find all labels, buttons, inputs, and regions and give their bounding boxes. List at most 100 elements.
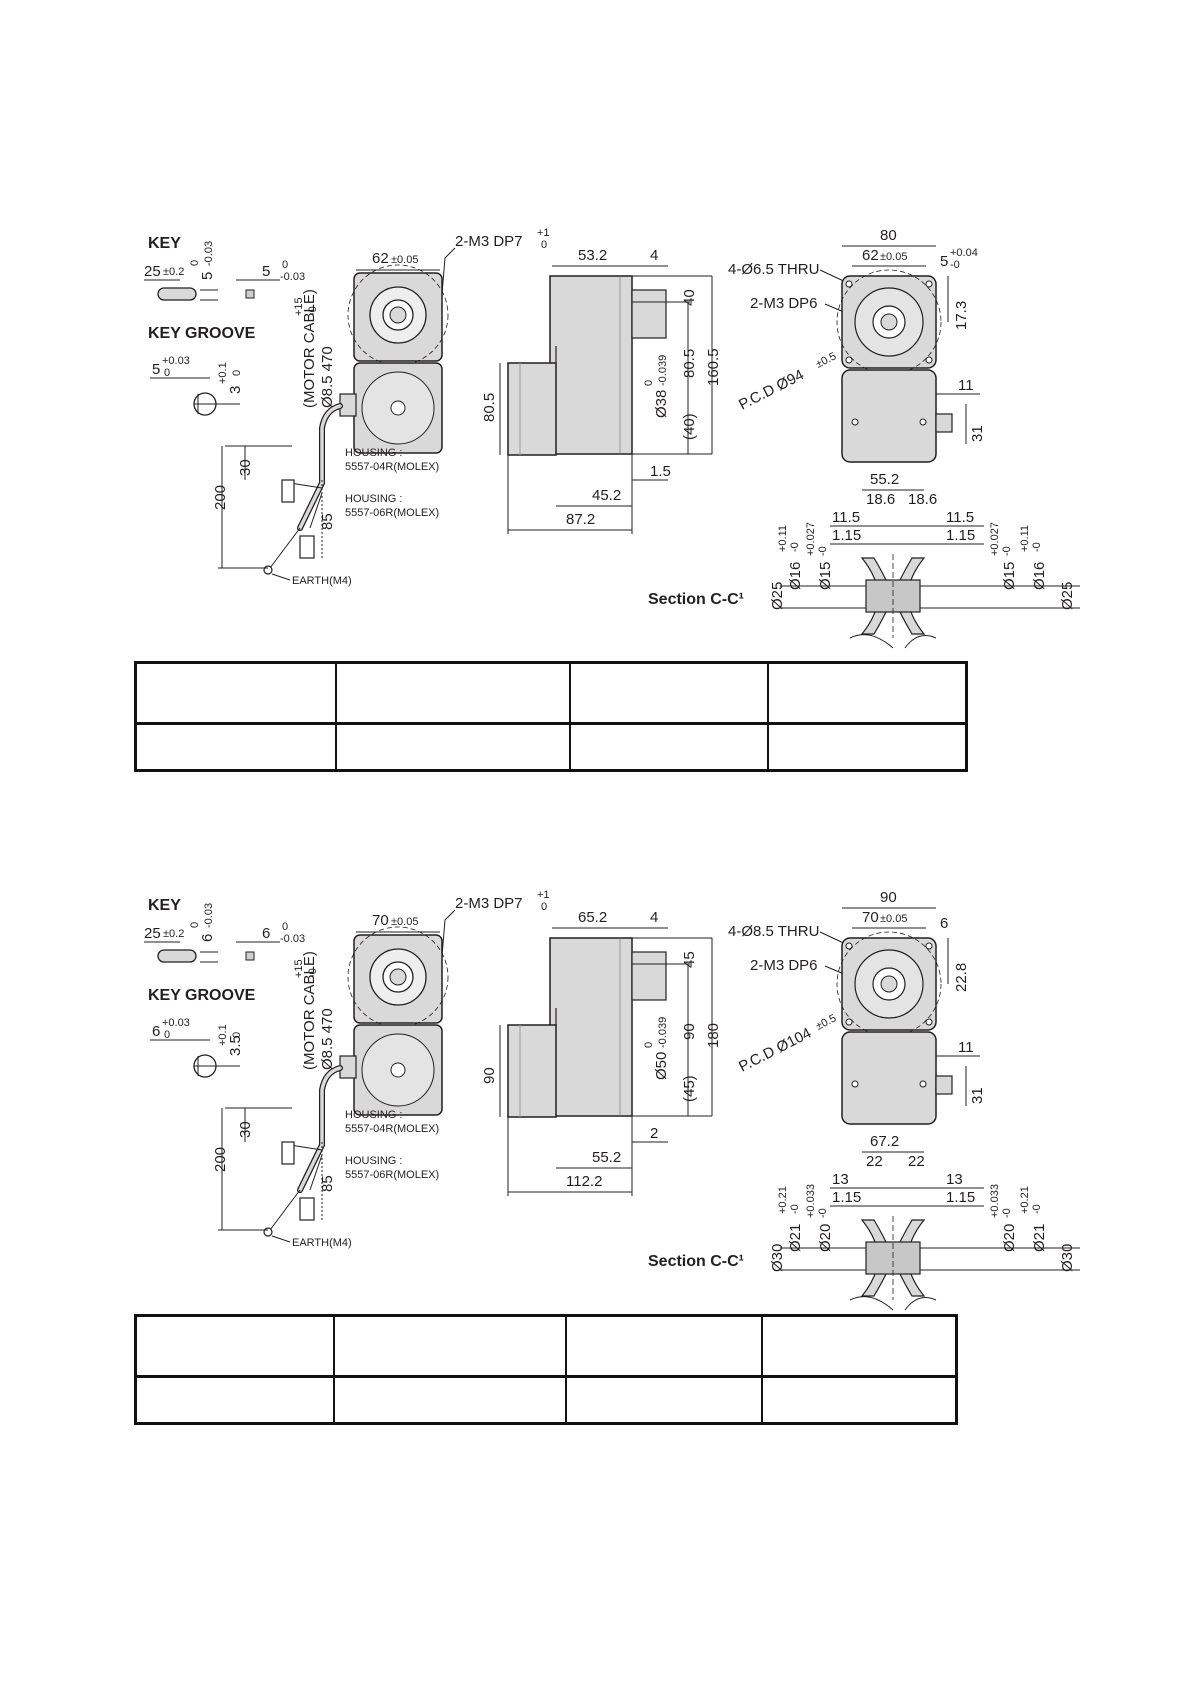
end-d62: 62 [862,247,879,264]
end-pcd-tol: ±0.5 [814,350,838,370]
section-title: Section C-C¹ [648,1253,744,1270]
section-left-d16-tol-upper: +0.11 [777,525,789,552]
end-view: 80 62 ±0.05 5 +0.04 -0 4-Ø6.5 THRU 2-M3 … [728,227,986,463]
side-d53: 65.2 [578,909,607,926]
side-d38: Ø38 [653,390,670,418]
end-view: 90 70 ±0.05 6 4-Ø8.5 THRU 2-M3 DP6 22.8 … [728,889,986,1125]
section-d1-15a: 1.15 [832,1189,861,1206]
side-d40: 40 [681,289,698,306]
groove-width-tol-lower: 0 [164,1029,170,1041]
output-shaft [631,951,667,1001]
cable-name: (MOTOR CABLE) [301,289,318,408]
side-d80a: 90 [681,1023,698,1040]
key-detail: KEY 25 ±0.2 6 0 -0.03 6 0 -0.03 KEY GROO… [144,897,305,1078]
section-left-d25: Ø25 [769,582,786,610]
key-length: 25 [144,925,161,942]
side-d80b: 90 [481,1067,498,1084]
len-200: 200 [212,485,229,510]
side-view: 65.2 4 45 Ø50 0 -0.039 90 180 (45) 90 2 … [481,909,722,1196]
section-left-d15: Ø15 [817,562,834,590]
key-length-tol: ±0.2 [163,266,184,278]
end-d11: 11 [958,1039,974,1056]
side-d38-tol-upper: 0 [643,380,655,386]
key-width-tol-lower: -0.03 [280,271,305,283]
front-view: 70 ±0.05 2-M3 DP7 +1 0 Ø8.5 470 +15 -0 (… [212,889,550,1249]
end-d11: 11 [958,377,974,394]
section-left-d16: Ø21 [787,1224,804,1252]
end-d5-tol-lower: -0 [950,259,960,271]
section-left-d25: Ø30 [769,1244,786,1272]
gearhead-body [549,937,633,1117]
section-left-d16: Ø16 [787,562,804,590]
front-tap-tol-upper: +1 [537,227,550,239]
table-header-cell [134,661,337,725]
key-width-tol-upper: 0 [282,921,288,933]
front-tap-label: 2-M3 DP7 [455,233,523,250]
key-length: 25 [144,263,161,280]
section-d1-15b: 1.15 [946,1189,975,1206]
section-right-d16: Ø21 [1031,1224,1048,1252]
housing1-label: HOUSING : [345,1109,402,1121]
section-right-d15-tol-lower: -0 [1001,546,1013,556]
side-d38-tol-lower: -0.039 [657,1017,669,1048]
section-left-d15: Ø20 [817,1224,834,1252]
groove-width-tol-upper: +0.03 [162,1017,190,1029]
side-d87: 112.2 [566,1173,602,1190]
gearhead-body [549,275,633,455]
section-right-d16-tol-upper: +0.11 [1019,525,1031,552]
section-d55: 67.2 [870,1133,899,1150]
side-d4: 4 [650,247,658,264]
len-85: 85 [319,1175,336,1192]
groove-depth: 3 [227,386,244,394]
section-left-d15-tol-lower: -0 [817,546,829,556]
section-d1-15a: 1.15 [832,527,861,544]
key-height-tol-lower: -0.03 [203,241,215,266]
side-d40: 45 [681,951,698,968]
side-d160: 160.5 [705,348,722,386]
section-view: 55.2 18.6 18.6 11.5 11.5 1.15 1.15 Secti… [648,471,1080,649]
key-shape [157,287,197,301]
section-left-d15-tol-lower: -0 [817,1208,829,1218]
section-right-d16: Ø16 [1031,562,1048,590]
table-header-cell [767,661,968,725]
side-d40p: (40) [681,413,698,440]
earth-label: EARTH(M4) [292,1237,352,1249]
len-200: 200 [212,1147,229,1172]
key-width-tol-lower: -0.03 [280,933,305,945]
front-tap-label: 2-M3 DP7 [455,895,523,912]
end-d31: 31 [969,425,986,442]
table-row [134,1375,958,1425]
front-view: 62 ±0.05 2-M3 DP7 +1 0 Ø8.5 470 +15 -0 (… [212,227,550,587]
table-cell [134,722,337,772]
spec-table-1 [134,661,968,772]
cable-tol-lower: -0 [307,306,319,316]
key-title: KEY [148,897,181,914]
groove-width-tol-upper: +0.03 [162,355,190,367]
section-right-d15: Ø15 [1001,562,1018,590]
front-tap-tol-upper: +1 [537,889,550,901]
section-right-d15-tol-lower: -0 [1001,1208,1013,1218]
end-pcd: P.C.D Ø94 [736,366,807,413]
spec-table-2 [134,1314,958,1425]
table-header-row [134,1314,958,1378]
section-d115b: 11.5 [946,509,974,526]
end-motor-square [841,1031,937,1125]
side-d45: 55.2 [592,1149,621,1166]
section-d115a: 11.5 [832,509,860,526]
housing2-part: 5557-06R(MOLEX) [345,507,439,519]
end-pcd: P.C.D Ø104 [736,1025,814,1076]
table-header-cell [335,661,571,725]
section-d18a: 18.6 [866,491,895,508]
cable-tol-upper: +15 [293,959,305,978]
key-height-tol-upper: 0 [189,922,201,928]
key-width-tol-upper: 0 [282,259,288,271]
section-right-d25: Ø25 [1059,582,1076,610]
key-groove-title: KEY GROOVE [148,325,256,342]
cable-dim: Ø8.5 470 [319,1008,336,1070]
table-header-cell [569,661,769,725]
side-d160: 180 [705,1023,722,1048]
housing1-part: 5557-04R(MOLEX) [345,1123,439,1135]
side-d15: 1.5 [650,463,671,480]
section-left-d16-tol-lower: -0 [789,542,801,552]
front-tap-tol-lower: 0 [541,901,547,913]
